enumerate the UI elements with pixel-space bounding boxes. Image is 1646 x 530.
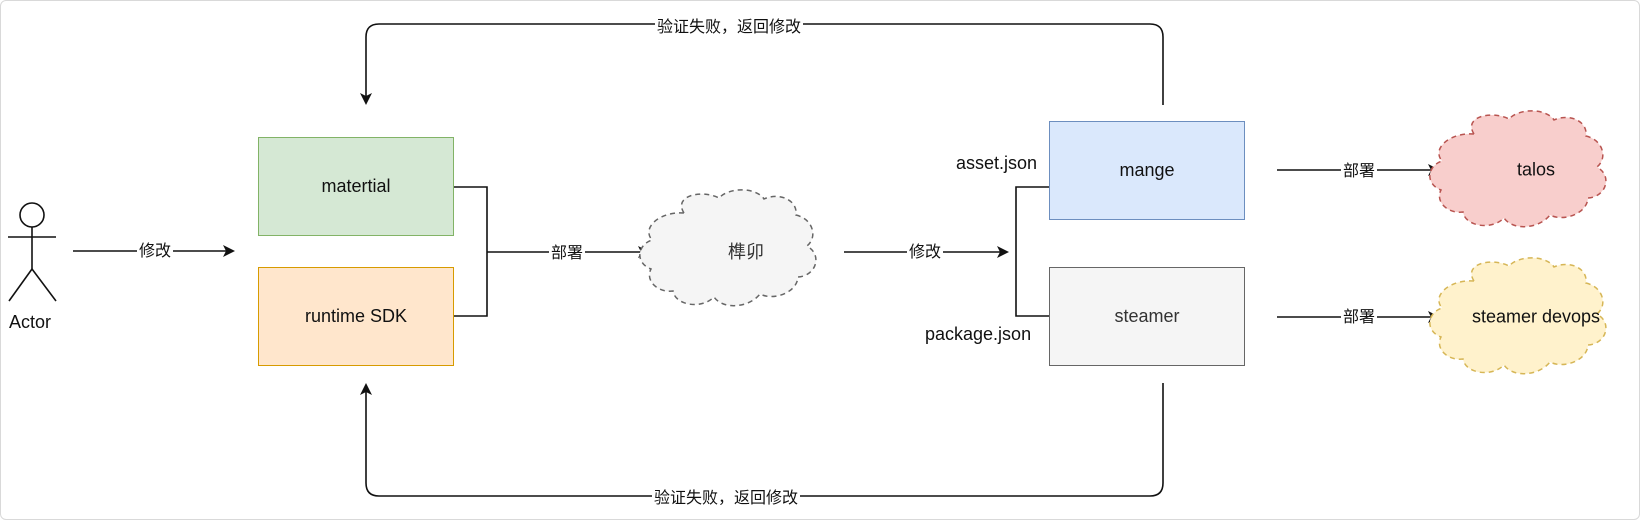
edge-label-deploy-talos: 部署 [1341,161,1378,181]
node-runtime-sdk[interactable]: runtime SDK [258,267,454,366]
node-mange[interactable]: mange [1049,121,1245,220]
asset-json-label: asset.json [956,153,1038,173]
actor-label: Actor [9,312,52,332]
edge-bottom-feedback [360,383,1164,497]
node-runtime-sdk-label: runtime SDK [304,306,408,326]
cloud-devops-shape [1429,257,1607,375]
cloud-talos-label: talos [1516,159,1556,180]
cloud-talos-shape [1429,110,1607,228]
node-materials-label: matertial [321,176,391,196]
edge-label-top-feedback: 验证失败，返回修改 [655,17,804,37]
node-steamer-label: steamer [1114,306,1180,326]
edge-label-cloud-modify: 修改 [907,242,944,262]
cloud-devops-label: steamer devops [1471,306,1601,327]
connectors-layer [8,23,1607,497]
edge-label-deploy-cloud: 部署 [549,243,586,263]
cloud-middle-label: 榫卯 [728,242,764,263]
node-materials[interactable]: matertial [258,137,454,236]
edge-label-actor-modify: 修改 [137,241,174,261]
node-mange-label: mange [1119,160,1175,180]
edge-merge-bracket [454,186,488,317]
cloud-middle-shape [639,189,817,307]
edge-split-bracket [1015,186,1049,317]
node-steamer[interactable]: steamer [1049,267,1245,366]
edge-label-deploy-devops: 部署 [1341,307,1378,327]
actor-icon [8,202,57,302]
diagram-canvas: Actor matertial runtime SDK mange steame… [0,0,1640,520]
package-json-label: package.json [925,324,1032,344]
edge-label-bottom-feedback: 验证失败，返回修改 [652,488,801,508]
